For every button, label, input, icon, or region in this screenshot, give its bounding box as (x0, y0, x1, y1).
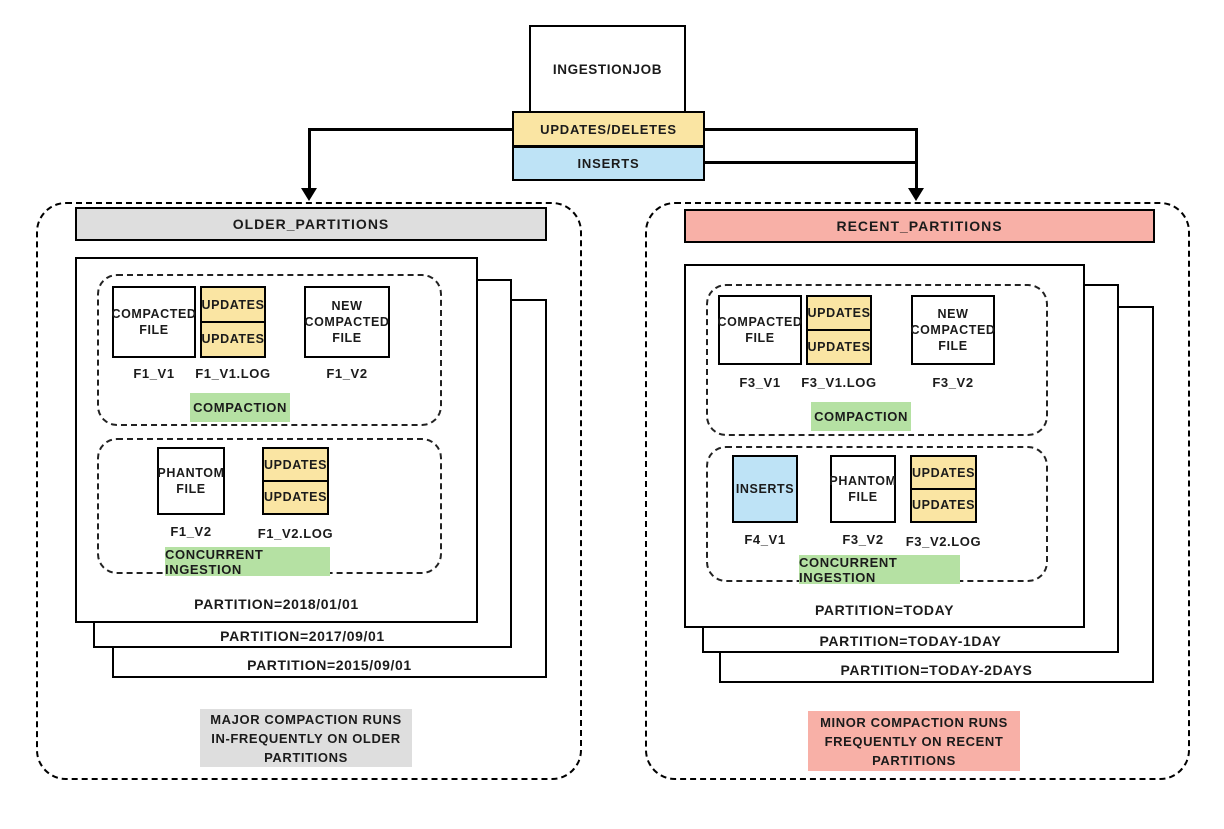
updates-log-stack: UPDATES UPDATES (806, 295, 872, 365)
older-partitions-header: OLDER_PARTITIONS (75, 207, 547, 241)
recent-concurrent-ingestion-group: INSERTS PHANTOM FILE UPDATES UPDATES F4_… (706, 446, 1048, 585)
compaction-badge: COMPACTION (190, 393, 290, 422)
concurrent-ingestion-badge: CONCURRENT INGESTION (165, 547, 330, 577)
connector-right-horizontal-inserts (703, 161, 917, 164)
arrow-down-right-icon (908, 188, 924, 201)
partition-label: PARTITION=2015/09/01 (247, 657, 412, 673)
phantom-file-box: PHANTOM FILE (157, 447, 225, 515)
new-compacted-file-text: NEW COMPACTED FILE (910, 307, 996, 353)
recent-partitions-header: RECENT_PARTITIONS (684, 209, 1155, 243)
phantom-file-text: PHANTOM FILE (157, 466, 225, 496)
file-label: F1_V2 (326, 366, 368, 381)
partition-label: PARTITION=TODAY-1DAY (819, 633, 1002, 649)
connector-left-horizontal (308, 128, 514, 131)
file-label: F3_V1.LOG (801, 375, 877, 390)
concurrent-ingestion-badge: CONCURRENT INGESTION (799, 555, 960, 585)
connector-left-vertical (308, 128, 311, 190)
older-partitions-title: OLDER_PARTITIONS (232, 216, 390, 232)
file-label: F4_V1 (744, 532, 786, 547)
file-label: F3_V1 (739, 375, 781, 390)
partition-label: PARTITION=2018/01/01 (194, 596, 359, 612)
ingestion-job-label: INGESTIONJOB (552, 61, 663, 77)
compaction-badge: COMPACTION (811, 402, 911, 431)
file-label: F1_V2.LOG (257, 526, 334, 541)
phantom-file-text: PHANTOM FILE (829, 474, 897, 504)
updates-cell: UPDATES (262, 479, 329, 515)
major-compaction-caption: MAJOR COMPACTION RUNS IN-FREQUENTLY ON O… (200, 709, 412, 767)
compacted-file-text: COMPACTED FILE (111, 307, 197, 337)
updates-cell: UPDATES (200, 286, 266, 323)
updates-cell: UPDATES (262, 447, 329, 482)
new-compacted-file-box: NEW COMPACTED FILE (304, 286, 390, 358)
updates-log-stack: UPDATES UPDATES (910, 455, 977, 523)
ingestion-job-box: INGESTIONJOB (529, 25, 686, 113)
updates-cell: UPDATES (200, 320, 266, 358)
file-label: F1_V1 (133, 366, 175, 381)
connector-right-horizontal-updates (703, 128, 917, 131)
updates-cell: UPDATES (806, 295, 872, 331)
partition-label: PARTITION=TODAY (814, 602, 955, 618)
file-label: F3_V2 (842, 532, 884, 547)
partition-label: PARTITION=2017/09/01 (220, 628, 385, 644)
recent-partitions-container (645, 202, 1190, 780)
older-partitions-container (36, 202, 582, 780)
connector-right-vertical (915, 128, 918, 190)
older-compaction-group: COMPACTED FILE UPDATES UPDATES NEW COMPA… (97, 274, 442, 426)
older-concurrent-ingestion-group: PHANTOM FILE UPDATES UPDATES F1_V2 F1_V2… (97, 438, 442, 577)
file-label: F3_V2.LOG (905, 534, 982, 549)
file-label: F3_V2 (932, 375, 974, 390)
inserts-label: INSERTS (577, 156, 640, 171)
updates-cell: UPDATES (806, 328, 872, 365)
compacted-file-text: COMPACTED FILE (717, 315, 803, 345)
phantom-file-box: PHANTOM FILE (829, 455, 897, 523)
recent-compaction-group: COMPACTED FILE UPDATES UPDATES NEW COMPA… (706, 284, 1048, 436)
minor-compaction-caption: MINOR COMPACTION RUNS FREQUENTLY ON RECE… (808, 711, 1020, 771)
updates-log-stack: UPDATES UPDATES (262, 447, 329, 515)
new-compacted-file-box: NEW COMPACTED FILE (910, 295, 996, 365)
inserts-file-box: INSERTS (732, 455, 798, 523)
inserts-file-text: INSERTS (735, 482, 795, 496)
new-compacted-file-text: NEW COMPACTED FILE (304, 299, 390, 345)
file-label: F1_V2 (170, 524, 212, 539)
updates-deletes-bar: UPDATES/DELETES (512, 111, 705, 147)
updates-log-stack: UPDATES UPDATES (200, 286, 266, 358)
file-label: F1_V1.LOG (195, 366, 271, 381)
compacted-file-box: COMPACTED FILE (717, 295, 803, 365)
recent-partitions-title: RECENT_PARTITIONS (836, 218, 1003, 234)
updates-deletes-label: UPDATES/DELETES (540, 121, 677, 137)
updates-cell: UPDATES (910, 455, 977, 490)
partition-label: PARTITION=TODAY-2DAYS (840, 662, 1033, 678)
updates-cell: UPDATES (910, 487, 977, 523)
compacted-file-box: COMPACTED FILE (111, 286, 197, 358)
arrow-down-left-icon (301, 188, 317, 201)
inserts-bar: INSERTS (512, 146, 705, 181)
